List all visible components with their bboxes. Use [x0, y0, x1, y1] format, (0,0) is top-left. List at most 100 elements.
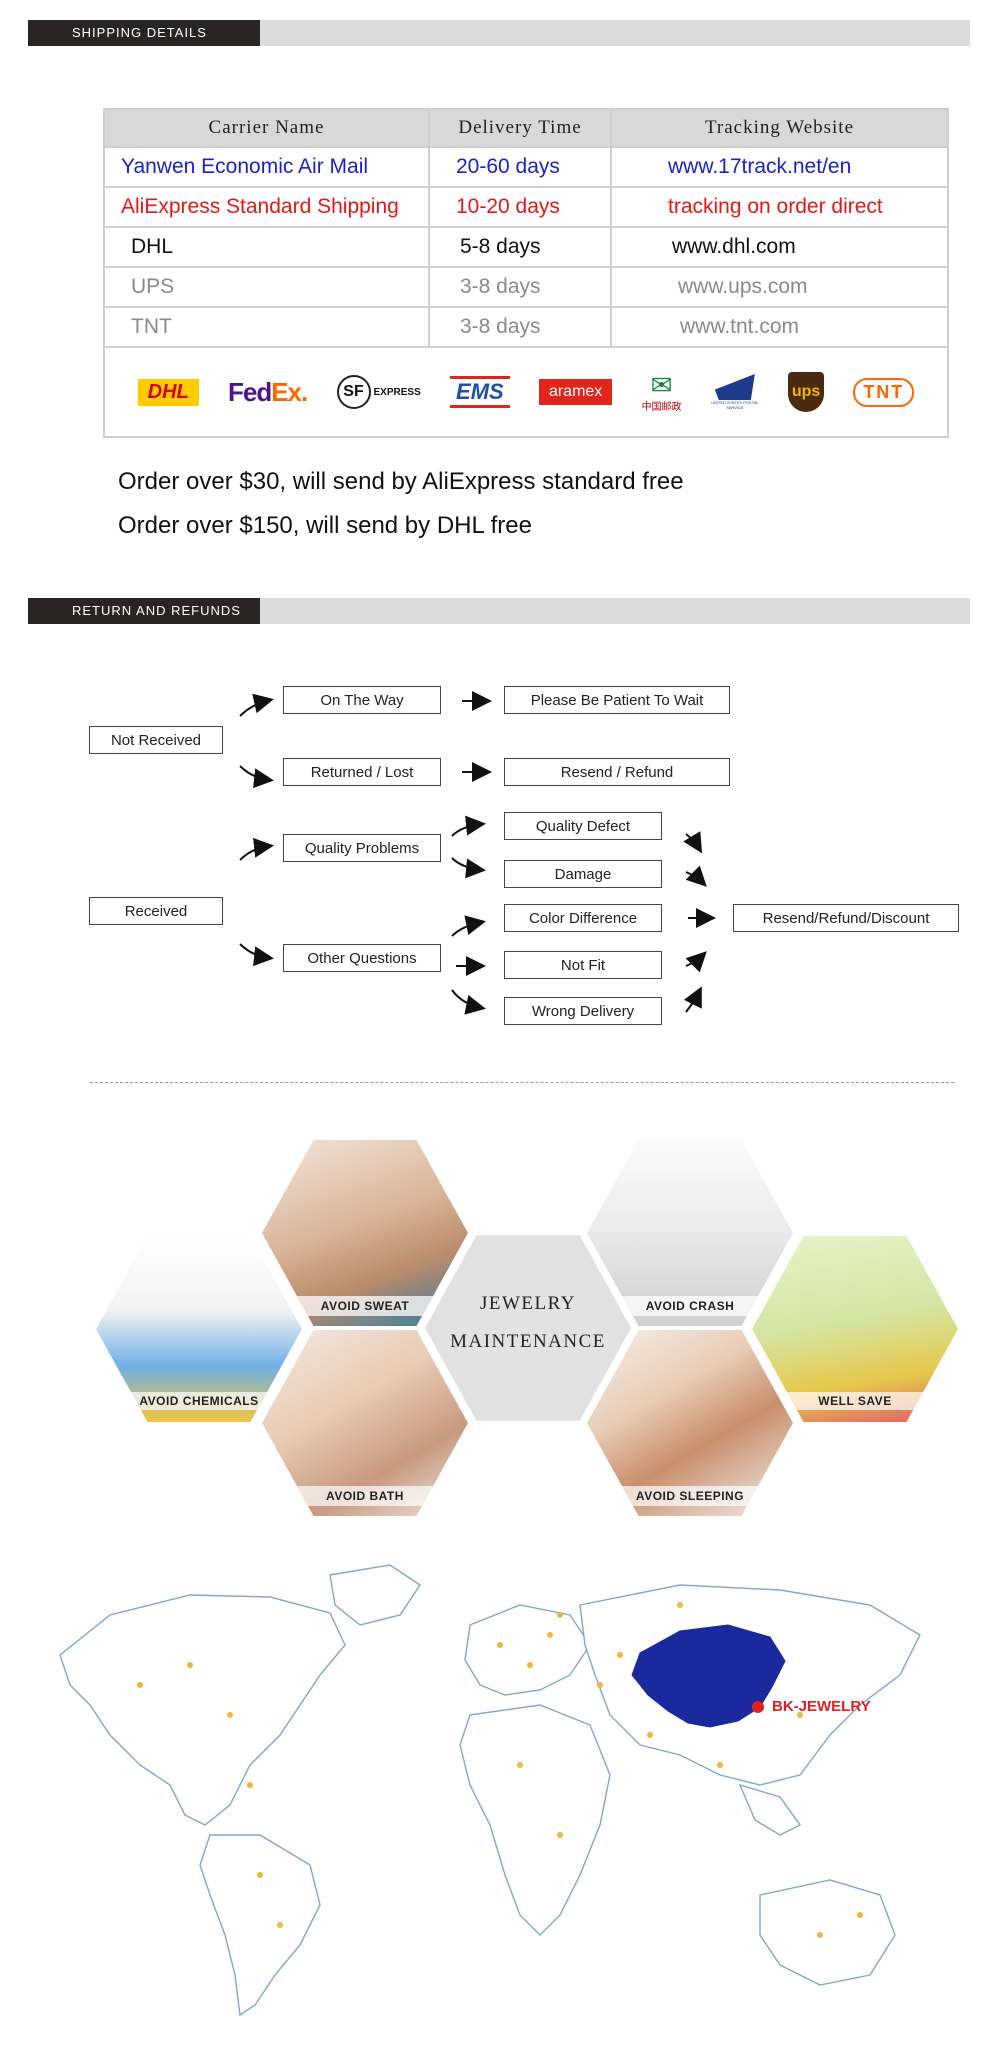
please-wait-box: Please Be Patient To Wait [504, 686, 730, 714]
wrong-delivery-box: Wrong Delivery [504, 997, 662, 1025]
avoid-sweat-hex: AVOID SWEAT [262, 1140, 468, 1326]
shipping-section-header: SHIPPING DETAILS [28, 20, 970, 46]
arrow-icon [683, 831, 703, 854]
arrow-icon [239, 837, 274, 861]
carrier-name-header: Carrier Name [103, 108, 430, 148]
delivery-time: 3-8 days [428, 266, 612, 308]
arrow-icon [451, 857, 486, 879]
arrow-icon [683, 986, 702, 1013]
carrier-name: Yanwen Economic Air Mail [103, 146, 430, 188]
table-row: TNT 3-8 days www.tnt.com [103, 306, 949, 348]
arrow-icon [451, 815, 486, 837]
shipping-table-header: Carrier Name Delivery Time Tracking Webs… [103, 108, 949, 148]
table-row: AliExpress Standard Shipping 10-20 days … [103, 186, 949, 228]
carrier-logos-row: DHL FedEx. SF EXPRESS EMS aramex ✉ 中国邮政 … [103, 346, 949, 438]
europe [464, 1604, 591, 1696]
quality-problems-box: Quality Problems [283, 834, 441, 862]
usps-logo: UNITED STATES POSTAL SERVICE [711, 374, 759, 410]
arrow-icon [239, 765, 274, 789]
resend-refund-box: Resend / Refund [504, 758, 730, 786]
australia [759, 1879, 896, 1986]
avoid-sleeping-label: AVOID SLEEPING [587, 1486, 793, 1506]
delivery-time: 10-20 days [428, 186, 612, 228]
location-dots [137, 1602, 863, 1938]
avoid-crash-label: AVOID CRASH [587, 1296, 793, 1316]
north-america [59, 1594, 346, 1826]
tracking-website[interactable]: www.tnt.com [610, 306, 949, 348]
arrow-icon [685, 951, 707, 973]
arrow-icon [239, 943, 274, 967]
tracking-website[interactable]: www.17track.net/en [610, 146, 949, 188]
shipping-note: Order over $150, will send by DHL free [118, 512, 532, 539]
south-america [199, 1834, 321, 2017]
ems-logo: EMS [450, 376, 510, 408]
tnt-logo: TNT [853, 377, 915, 407]
shipping-note: Order over $30, will send by AliExpress … [118, 468, 684, 495]
fedex-logo-part: Fed [227, 376, 272, 407]
fedex-logo-part: Ex [271, 376, 302, 407]
tracking-website-header: Tracking Website [610, 108, 949, 148]
tracking-website[interactable]: www.dhl.com [610, 226, 949, 268]
quality-defect-box: Quality Defect [504, 812, 662, 840]
damage-box: Damage [504, 860, 662, 888]
avoid-sweat-label: AVOID SWEAT [262, 1296, 468, 1316]
on-the-way-box: On The Way [283, 686, 441, 714]
well-save-hex: WELL SAVE [752, 1236, 958, 1422]
avoid-sleeping-hex: AVOID SLEEPING [587, 1330, 793, 1516]
returns-section-header: RETURN AND REFUNDS [28, 598, 970, 624]
arrow-icon [685, 865, 707, 887]
fedex-logo-part: . [301, 376, 308, 407]
maintenance-title-line2: MAINTENANCE [450, 1331, 606, 1352]
arrow-icon [239, 693, 274, 717]
other-questions-box: Other Questions [283, 944, 441, 972]
sf-express-text: EXPRESS [373, 386, 421, 398]
sf-express-logo: SF EXPRESS [336, 375, 421, 409]
carrier-logos: DHL FedEx. SF EXPRESS EMS aramex ✉ 中国邮政 … [105, 372, 947, 413]
southeast-asia [738, 1783, 802, 1836]
arrow-icon [451, 989, 486, 1015]
table-row: Yanwen Economic Air Mail 20-60 days www.… [103, 146, 949, 188]
avoid-chemicals-hex: AVOID CHEMICALS [96, 1236, 302, 1422]
world-map [59, 1564, 921, 2017]
color-difference-box: Color Difference [504, 904, 662, 932]
carrier-name: UPS [103, 266, 430, 308]
resend-refund-discount-box: Resend/Refund/Discount [733, 904, 959, 932]
greenland [329, 1564, 421, 1626]
tracking-website[interactable]: www.ups.com [610, 266, 949, 308]
returned-lost-box: Returned / Lost [283, 758, 441, 786]
avoid-bath-hex: AVOID BATH [262, 1330, 468, 1516]
sf-express-mark: SF [336, 375, 371, 409]
shipping-section-label: SHIPPING DETAILS [28, 20, 260, 46]
usps-text: UNITED STATES POSTAL SERVICE [711, 400, 759, 410]
africa [459, 1704, 611, 1936]
maintenance-title-line1: JEWELRY [480, 1293, 576, 1314]
aramex-logo: aramex [538, 379, 613, 405]
ups-logo: ups [788, 372, 825, 412]
carrier-name: DHL [103, 226, 430, 268]
tracking-website: tracking on order direct [610, 186, 949, 228]
delivery-time-header: Delivery Time [428, 108, 612, 148]
flowchart-arrows [239, 691, 716, 1015]
carrier-name: TNT [103, 306, 430, 348]
not-received-box: Not Received [89, 726, 223, 754]
delivery-time: 5-8 days [428, 226, 612, 268]
avoid-crash-hex: AVOID CRASH [587, 1140, 793, 1326]
china-region [631, 1624, 786, 1728]
fedex-logo: FedEx. [227, 376, 308, 408]
returns-section-label: RETURN AND REFUNDS [28, 598, 260, 624]
map-marker-label: BK-JEWELRY [772, 1698, 871, 1715]
well-save-label: WELL SAVE [752, 1392, 958, 1410]
not-fit-box: Not Fit [504, 951, 662, 979]
continents [59, 1564, 921, 2017]
maintenance-section: AVOID SWEAT AVOID CHEMICALS AVOID BATH J… [0, 1140, 1000, 1520]
arrow-icon [451, 915, 486, 937]
section-divider [90, 1082, 954, 1083]
location-pin-icon [752, 1701, 764, 1713]
shipping-table: Carrier Name Delivery Time Tracking Webs… [103, 108, 949, 438]
table-row: DHL 5-8 days www.dhl.com [103, 226, 949, 268]
avoid-chemicals-label: AVOID CHEMICALS [96, 1392, 302, 1410]
avoid-bath-label: AVOID BATH [262, 1486, 468, 1506]
carrier-name: AliExpress Standard Shipping [103, 186, 430, 228]
dhl-logo: DHL [137, 378, 199, 406]
china-post-logo: ✉ 中国邮政 [642, 372, 682, 413]
